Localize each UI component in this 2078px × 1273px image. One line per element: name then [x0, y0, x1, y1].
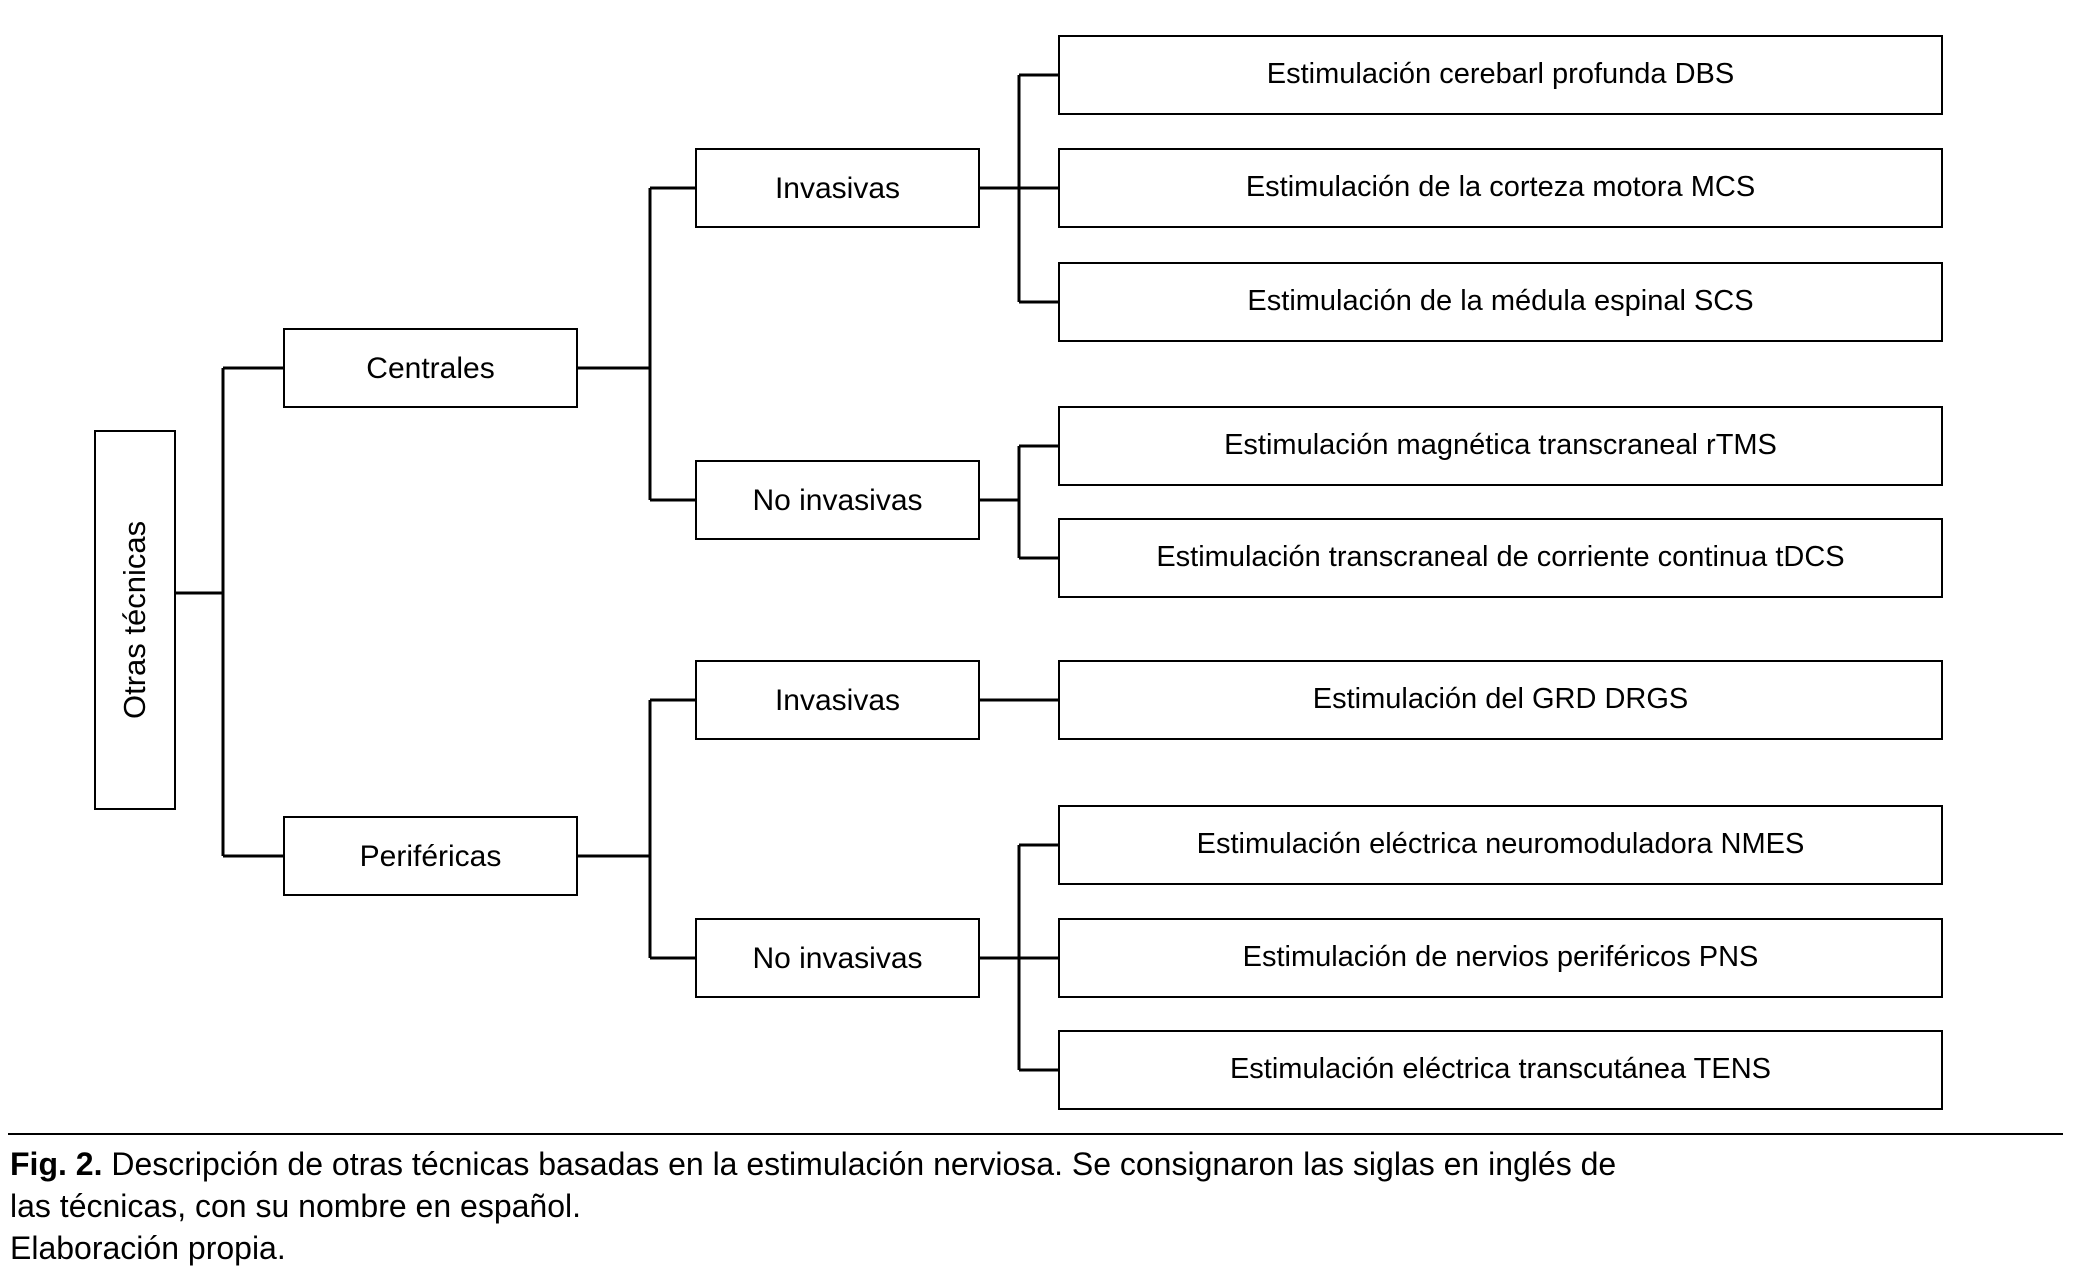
leaf-scs[interactable]: Estimulación de la médula espinal SCS [1058, 262, 1943, 342]
node-group-centrales-no-invasivas[interactable]: No invasivas [695, 460, 980, 540]
node-root[interactable]: Otras técnicas [94, 430, 176, 810]
node-group-perifericas-invasivas-label: Invasivas [774, 683, 901, 717]
leaf-drgs[interactable]: Estimulación del GRD DRGS [1058, 660, 1943, 740]
leaf-nmes-label: Estimulación eléctrica neuromoduladora N… [1196, 828, 1805, 861]
leaf-drgs-label: Estimulación del GRD DRGS [1312, 683, 1689, 716]
caption-line-2: las técnicas, con su nombre en español. [10, 1188, 581, 1225]
leaf-dbs-label: Estimulación cerebarl profunda DBS [1266, 58, 1735, 91]
leaf-dbs[interactable]: Estimulación cerebarl profunda DBS [1058, 35, 1943, 115]
node-branch-centrales-label: Centrales [366, 351, 495, 385]
node-group-centrales-invasivas[interactable]: Invasivas [695, 148, 980, 228]
leaf-pns[interactable]: Estimulación de nervios periféricos PNS [1058, 918, 1943, 998]
leaf-scs-label: Estimulación de la médula espinal SCS [1247, 285, 1754, 318]
leaf-mcs-label: Estimulación de la corteza motora MCS [1245, 171, 1756, 204]
node-branch-centrales[interactable]: Centrales [283, 328, 578, 408]
node-branch-perifericas-label: Periféricas [359, 839, 502, 873]
caption-figure-number: Fig. 2. [10, 1146, 103, 1182]
leaf-rtms-label: Estimulación magnética transcraneal rTMS [1224, 429, 1777, 462]
tree-diagram: Otras técnicas Centrales Periféricas Inv… [94, 35, 1943, 1110]
node-group-perifericas-no-invasivas[interactable]: No invasivas [695, 918, 980, 998]
node-group-perifericas-no-invasivas-label: No invasivas [752, 941, 923, 975]
node-group-centrales-invasivas-label: Invasivas [774, 171, 901, 205]
leaf-pns-label: Estimulación de nervios periféricos PNS [1242, 941, 1759, 974]
leaf-tdcs-label: Estimulación transcraneal de corriente c… [1156, 541, 1845, 574]
caption-line-3: Elaboración propia. [10, 1230, 286, 1267]
figure-caption: Fig. 2. Descripción de otras técnicas ba… [10, 1143, 2060, 1270]
node-group-centrales-no-invasivas-label: No invasivas [752, 483, 923, 517]
leaf-mcs[interactable]: Estimulación de la corteza motora MCS [1058, 148, 1943, 228]
caption-text-1: Descripción de otras técnicas basadas en… [102, 1146, 1617, 1182]
leaf-rtms[interactable]: Estimulación magnética transcraneal rTMS [1058, 406, 1943, 486]
node-group-perifericas-invasivas[interactable]: Invasivas [695, 660, 980, 740]
leaf-tens-label: Estimulación eléctrica transcutánea TENS [1229, 1053, 1772, 1086]
caption-line-1: Fig. 2. Descripción de otras técnicas ba… [10, 1143, 2060, 1185]
caption-divider [8, 1133, 2063, 1135]
node-branch-perifericas[interactable]: Periféricas [283, 816, 578, 896]
leaf-tdcs[interactable]: Estimulación transcraneal de corriente c… [1058, 518, 1943, 598]
leaf-nmes[interactable]: Estimulación eléctrica neuromoduladora N… [1058, 805, 1943, 885]
node-root-label: Otras técnicas [116, 520, 152, 720]
leaf-tens[interactable]: Estimulación eléctrica transcutánea TENS [1058, 1030, 1943, 1110]
